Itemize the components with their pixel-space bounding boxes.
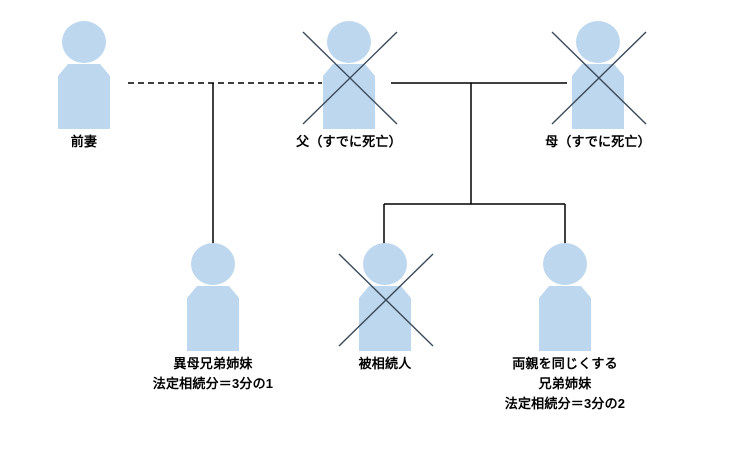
person-head-icon (543, 243, 587, 285)
connection-lines (128, 82, 567, 245)
person-body-icon (572, 64, 624, 129)
person-head-icon (191, 243, 235, 285)
person-figure-half-sibling (187, 243, 239, 351)
label-line: 異母兄弟姉妹 (173, 356, 253, 371)
label-line: 前妻 (70, 134, 98, 149)
person-head-icon (576, 21, 620, 63)
label-line: 両親を同じくする (512, 356, 618, 371)
person-head-icon (363, 243, 407, 285)
person-body-icon (187, 286, 239, 351)
label-line: 被相続人 (358, 356, 412, 371)
person-label-decedent: 被相続人 (305, 354, 465, 374)
person-figure-mother (551, 21, 647, 129)
person-label-mother: 母（すでに死亡） (498, 132, 698, 152)
person-head-icon (327, 21, 371, 63)
person-figure-former-wife (58, 21, 110, 129)
label-line-share: 法定相続分＝3分の2 (504, 396, 626, 411)
label-line: 父（すでに死亡） (296, 134, 402, 149)
deceased-cross-icon (338, 253, 434, 347)
deceased-cross-icon (551, 31, 647, 125)
person-body-icon (323, 64, 375, 129)
deceased-cross-icon (302, 31, 398, 125)
person-body-icon (58, 64, 110, 129)
person-body-icon (539, 286, 591, 351)
person-figure-full-sibling (539, 243, 591, 351)
person-figure-decedent (338, 243, 434, 351)
label-line-share: 法定相続分＝3分の1 (152, 376, 274, 391)
person-body-icon (359, 286, 411, 351)
person-label-full-sibling: 両親を同じくする 兄弟姉妹 法定相続分＝3分の2 (465, 354, 665, 414)
person-head-icon (62, 21, 106, 63)
label-line-2: 兄弟姉妹 (538, 376, 592, 391)
person-label-half-sibling: 異母兄弟姉妹 法定相続分＝3分の1 (113, 354, 313, 394)
label-line: 母（すでに死亡） (545, 134, 651, 149)
person-label-former-wife: 前妻 (0, 132, 168, 152)
person-figure-father (302, 21, 398, 129)
person-label-father: 父（すでに死亡） (249, 132, 449, 152)
